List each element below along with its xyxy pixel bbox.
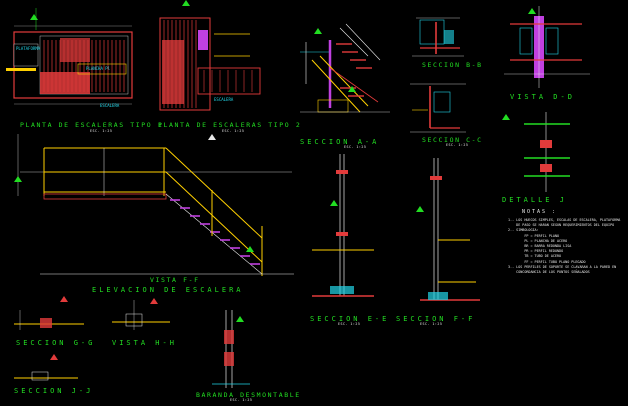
note-line: FP = PERFIL PLANO [508,233,560,238]
title-baranda: BARANDA DESMONTABLE [196,391,301,399]
title-planta-tipo2: PLANTA DE ESCALERAS TIPO 2 [158,121,302,129]
note-line: PL = PLANCHA DE ACERO [508,238,568,243]
scale-planta-tipo2: ESC. 1:25 [222,129,245,133]
note-line: PR = PERFIL REDONDO [508,249,564,254]
scale-seccion-aa: ESC. 1:25 [344,145,367,149]
seccion-ee-drawing [312,154,374,297]
scale-seccion-ee: ESC. 1:25 [338,322,361,326]
title-seccion-gg: SECCION G-G [16,339,96,347]
seccion-ff-drawing [416,158,480,301]
title-seccion-bb: SECCION B-B [422,61,483,69]
seccion-jj-drawing [14,354,78,381]
vista-dd-drawing [504,6,590,88]
planta1-plancha-label: PLANCHA Pl [86,66,111,71]
scale-seccion-ff: ESC. 1:25 [420,322,443,326]
note-line: BR = BARRA REDONDA LISA [508,244,572,249]
scale-seccion-cc: ESC. 1:25 [446,143,469,147]
planta1-escalera-label: ESCALERA [100,103,120,108]
notes-list: 1.- LOS HUECOS SIMPLES, ESCALAS DE ESCAL… [508,218,620,275]
notes-title: NOTAS : [522,209,558,215]
title-elevacion: ELEVACION DE ESCALERA [92,286,244,294]
vista-hh-drawing [112,298,170,330]
title-detalle-j: DETALLE J [502,196,567,204]
detalle-j-drawing [502,112,570,192]
seccion-bb-drawing [412,17,464,57]
title-vista-hh: VISTA H-H [112,339,177,347]
baranda-drawing [212,310,250,388]
title-planta-tipo1: PLANTA DE ESCALERAS TIPO 1 [20,121,164,129]
seccion-cc-drawing [410,83,466,133]
scale-planta-tipo1: ESC. 1:25 [90,129,113,133]
planta-tipo1-drawing [6,8,133,105]
title-seccion-ff: SECCION F-F [396,315,476,323]
note-line: CONCORDANCIA DE LOS PUNTOS SEÑALADOS [508,270,590,275]
note-line: 1.- LOS HUECOS SIMPLES, ESCALAS DE ESCAL… [508,218,621,222]
planta2-escalera-label: ESCALERA [214,97,234,102]
note-line: FF = PERFIL TUBO PLANO PLEGADO [508,259,586,264]
title-vista-ff: VISTA F-F [150,276,200,284]
title-seccion-aa: SECCION A-A [300,138,380,146]
seccion-aa-drawing [300,23,390,113]
title-seccion-cc: SECCION C-C [422,136,483,144]
title-vista-dd: VISTA D-D [510,93,575,101]
seccion-gg-drawing [14,296,84,330]
scale-baranda: ESC. 1:25 [230,398,253,402]
planta-tipo2-drawing [159,0,261,111]
elevacion-drawing [14,134,294,276]
note-line: 3.- LOS PERFILES DE SOPORTE SE CLAVARAN … [508,264,617,269]
title-seccion-ee: SECCION E-E [310,315,390,323]
note-line: TB = TUBO DE ACERO [508,254,562,259]
note-line: DE PASO SE HARAN SEGUN REQUERIMIENTOS DE… [508,223,615,228]
note-line: 2.- SIMBOLOGIA: [508,228,539,233]
planta1-inset-label: PLATAFORMA [16,46,41,51]
title-seccion-jj: SECCION J-J [14,387,94,395]
